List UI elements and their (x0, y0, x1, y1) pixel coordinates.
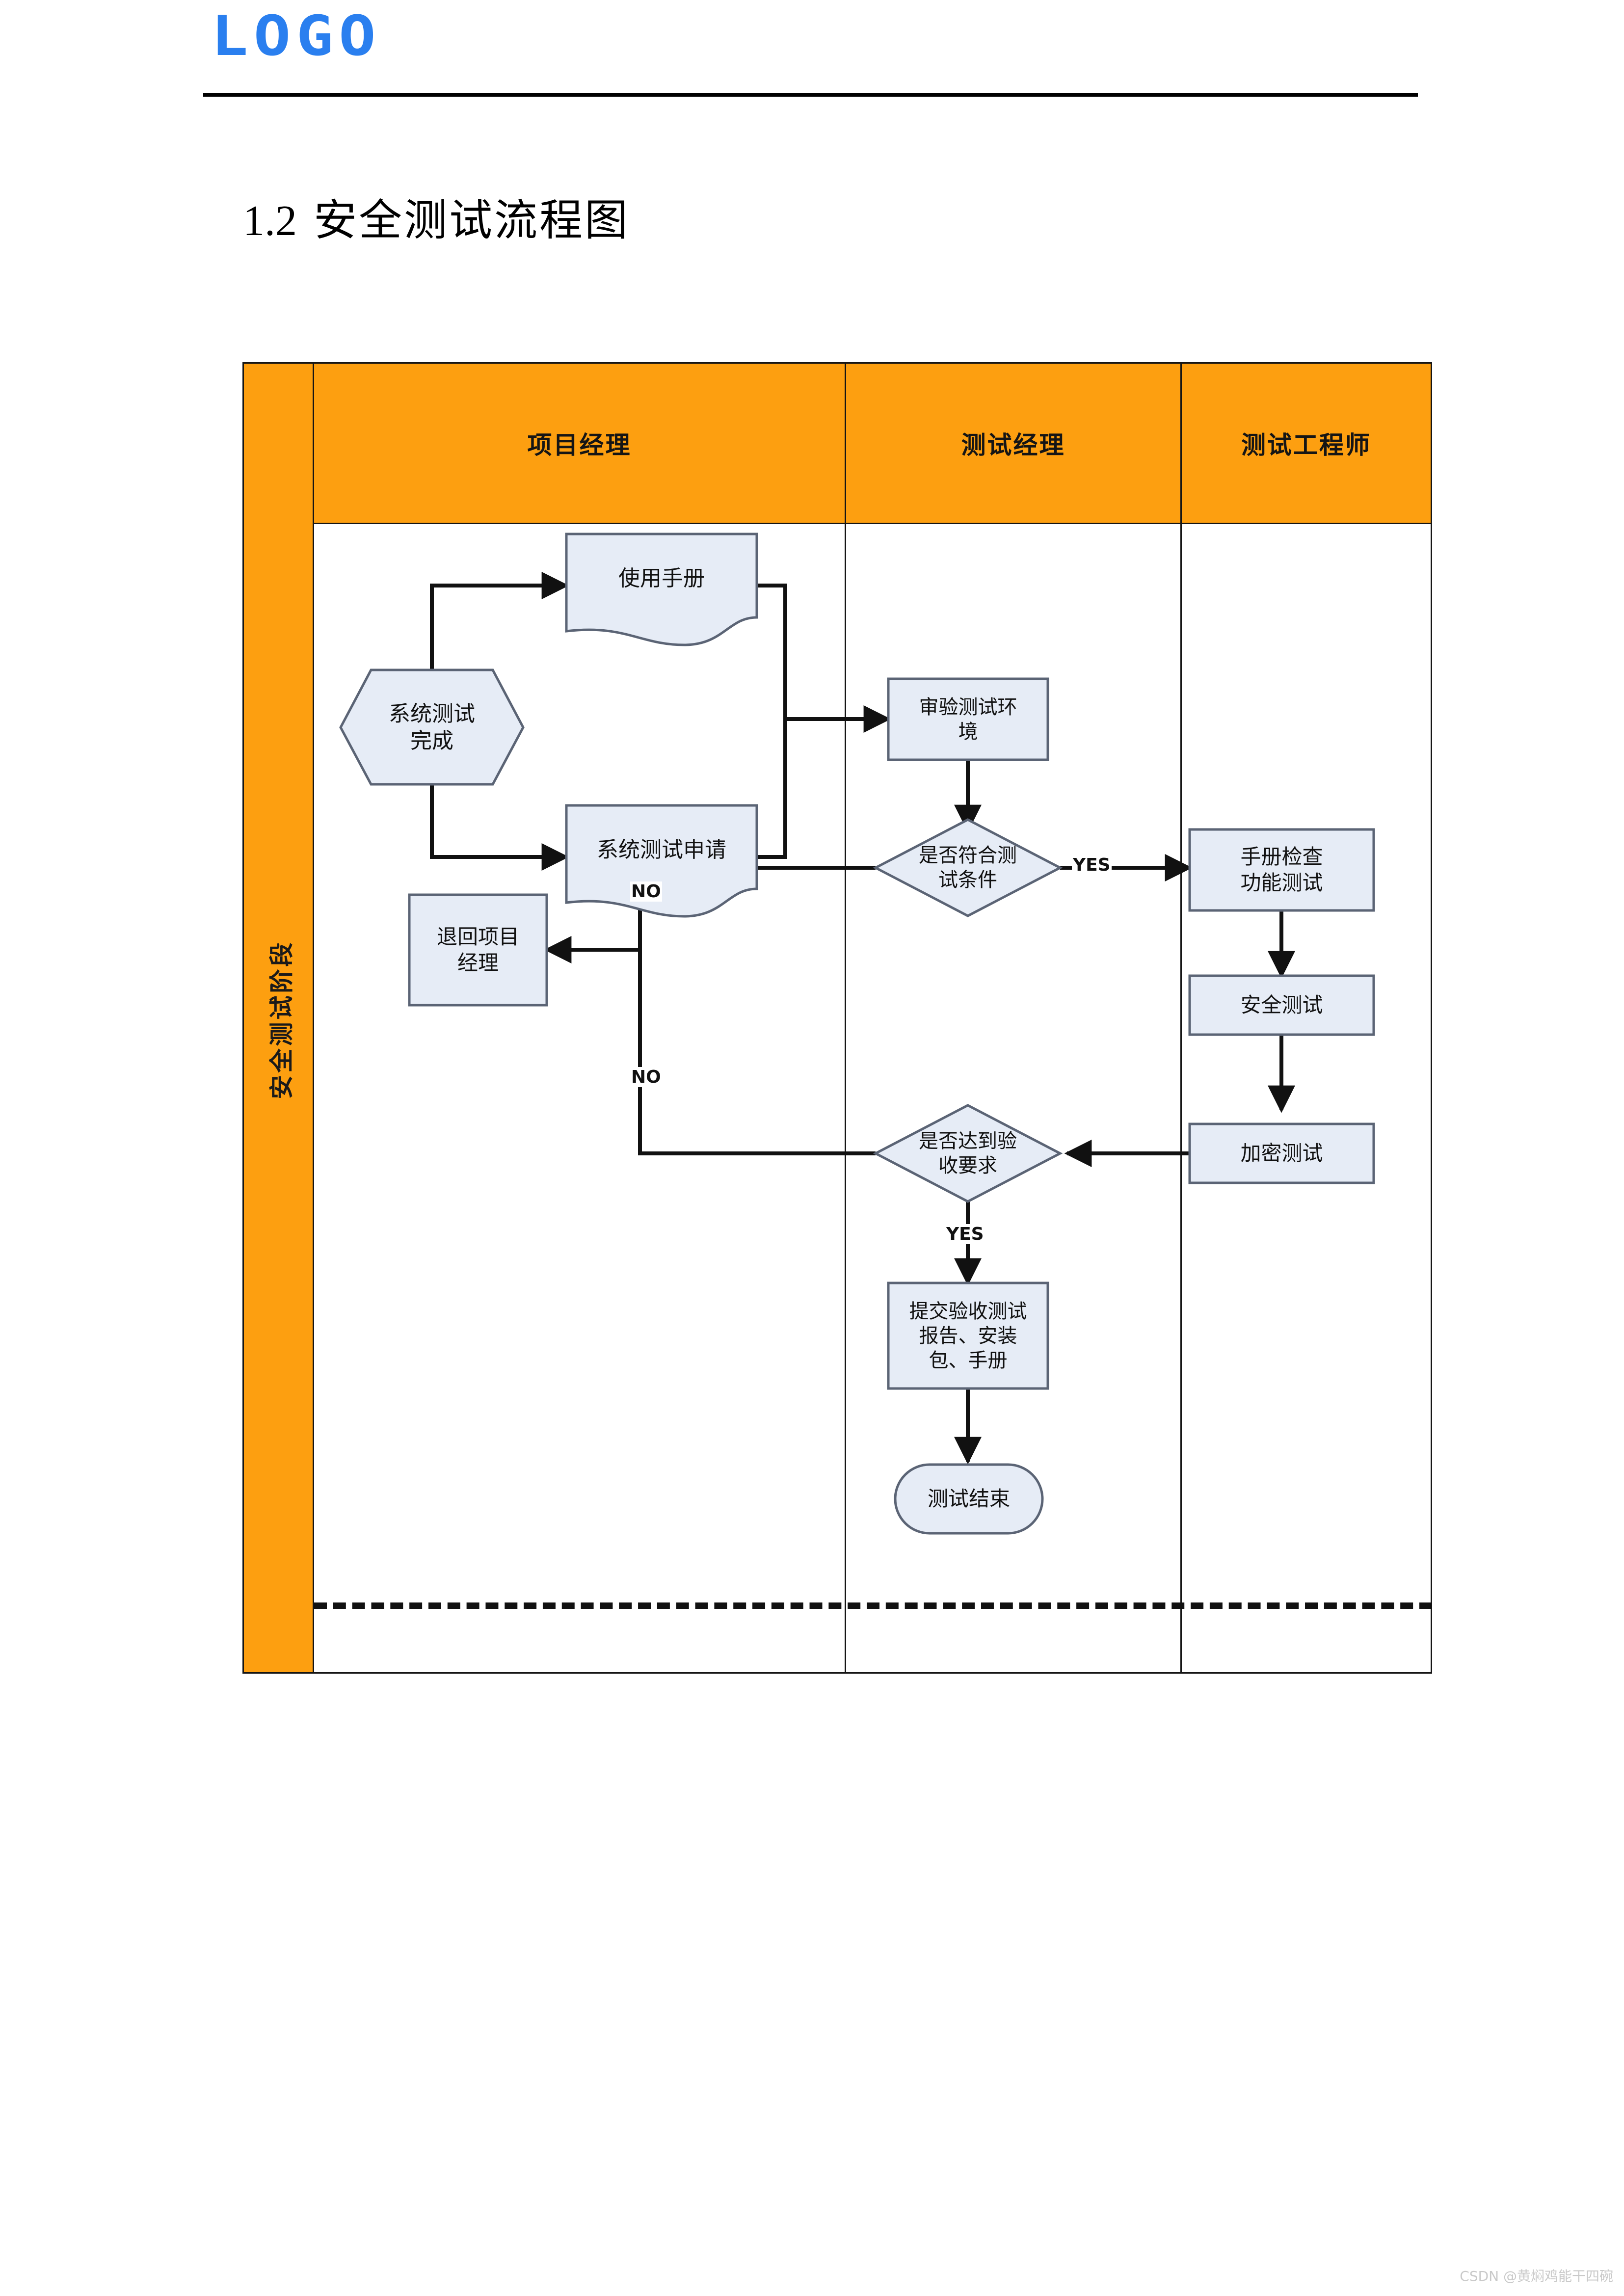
node-encryption-test[interactable] (1188, 1122, 1375, 1184)
edge-label-yes-accept: YES (945, 1224, 985, 1244)
edge-label-no-accept: NO (630, 1067, 662, 1087)
node-security-test[interactable] (1188, 974, 1375, 1036)
edge-done-to-request (430, 784, 569, 871)
lane-header-test-engineer: 测试工程师 (1241, 430, 1371, 459)
phase-separator-dashed (314, 1602, 1432, 1609)
node-system-test-done[interactable] (339, 668, 525, 786)
node-system-test-request[interactable] (565, 804, 758, 918)
node-return-to-pm[interactable] (408, 893, 548, 1007)
lane-header-row: 项目经理 测试经理 测试工程师 (314, 362, 1432, 524)
edge-label-no-cond: NO (630, 881, 662, 902)
edge-no-accept-join (638, 1106, 876, 1155)
node-test-end[interactable] (894, 1463, 1044, 1535)
flowchart: 安全测试阶段 项目经理 测试经理 测试工程师 (242, 362, 1432, 1674)
header-divider (203, 93, 1418, 97)
node-manual-func-test[interactable] (1188, 828, 1375, 912)
lane-header-project-manager: 项目经理 (314, 364, 846, 523)
lane-header-test-manager: 测试经理 (846, 364, 1182, 523)
phase-band: 安全测试阶段 (242, 362, 314, 1674)
node-verify-test-env[interactable] (887, 677, 1049, 761)
lane-divider-1 (845, 524, 846, 1674)
node-submit-deliverables[interactable] (887, 1281, 1049, 1390)
logo: LOGO (211, 4, 381, 68)
node-meets-test-cond[interactable] (873, 818, 1063, 917)
edge-label-yes-cond: YES (1072, 855, 1112, 875)
edge-manual-to-verifyenv (757, 584, 891, 733)
edge-done-to-manual (430, 572, 569, 670)
lane-divider-2 (1180, 524, 1182, 1674)
shape-group (339, 533, 1375, 1535)
connector-group (430, 572, 1295, 1465)
node-meets-accept-req[interactable] (873, 1104, 1063, 1203)
node-user-manual[interactable] (565, 533, 758, 646)
flowchart-canvas (339, 533, 1375, 1535)
document-header: LOGO (0, 0, 1624, 98)
edge-request-to-verifyenv (757, 719, 787, 859)
watermark: CSDN @黄焖鸡能干四碗 (1460, 2268, 1613, 2284)
page-title-number: 1.2 (243, 197, 297, 245)
page-title-text: 安全测试流程图 (314, 195, 630, 245)
